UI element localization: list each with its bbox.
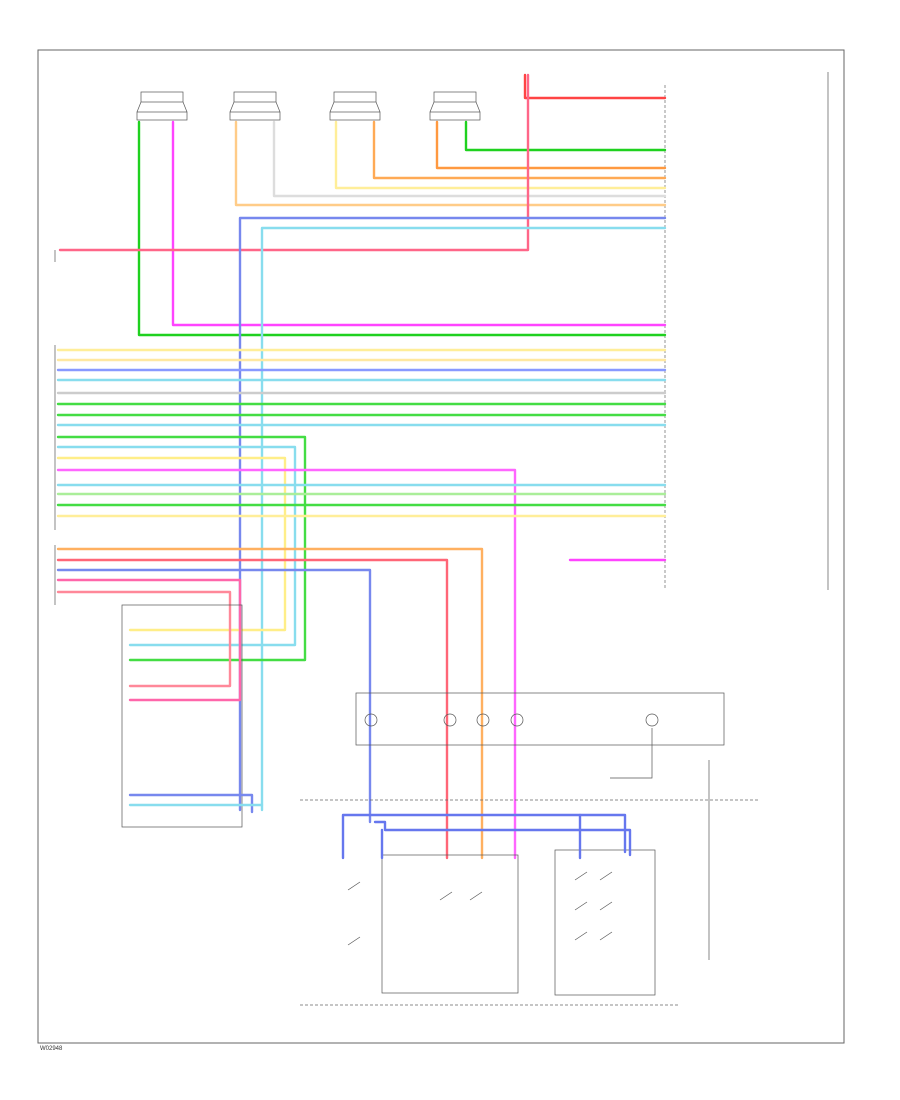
speaker-4 <box>429 91 481 121</box>
wire-green-1 <box>137 120 667 337</box>
left-lower-box <box>121 604 264 828</box>
speaker-3 <box>329 91 381 121</box>
steering-wheel-controls <box>300 813 680 1006</box>
wire-blue-top <box>238 216 667 812</box>
speaker-group <box>136 91 481 121</box>
wire-pink-1 <box>58 73 530 252</box>
speaker-1 <box>136 91 188 121</box>
right-connector <box>664 72 829 590</box>
wire-orange-3 <box>435 120 667 170</box>
wire-green-2 <box>464 120 667 152</box>
wire-orange-1 <box>234 120 667 207</box>
wire-cyan-top <box>260 226 667 812</box>
steering-module <box>300 692 760 960</box>
wire-yellow-1 <box>334 120 667 190</box>
footer-code: W02948 <box>40 1046 63 1052</box>
speaker-2 <box>229 91 281 121</box>
bus-wires <box>56 348 667 860</box>
wire-orange-2 <box>372 120 667 180</box>
wire-red-1 <box>523 73 667 100</box>
switch-symbols <box>347 871 613 946</box>
wire-gray-1 <box>272 120 667 198</box>
wire-magenta-1 <box>171 120 667 327</box>
diagram-border <box>37 49 845 1044</box>
